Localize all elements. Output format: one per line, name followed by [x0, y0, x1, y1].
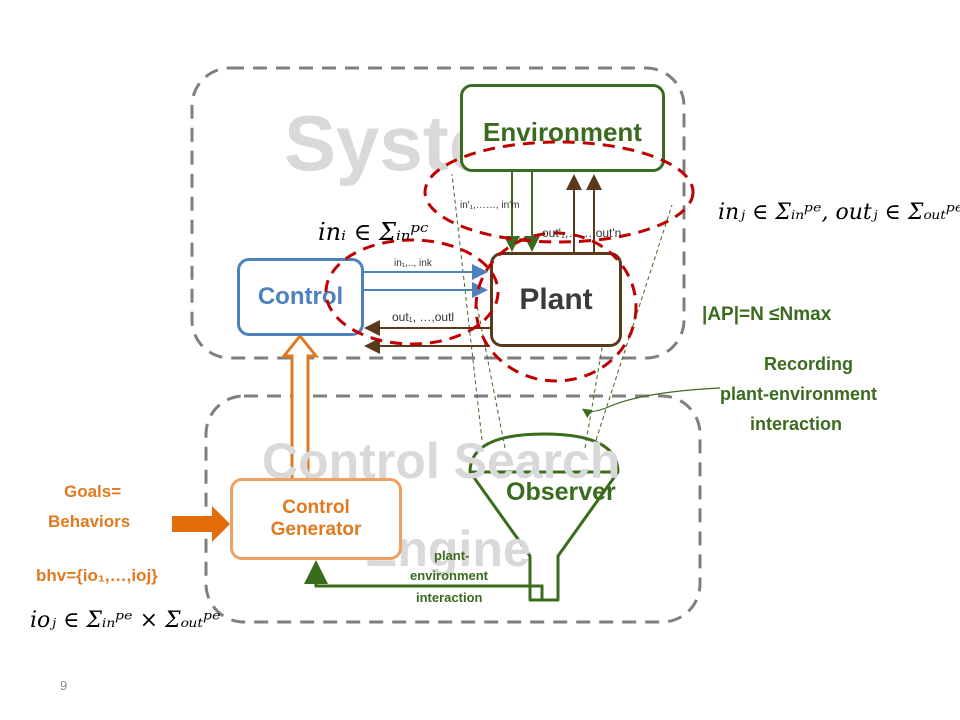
bhv-label: bhv={io₁,…,ioj} [36, 566, 158, 585]
env-to-plant-signal-label: in'₁,……, in'm [460, 200, 520, 211]
goals-label-2: Behaviors [48, 512, 131, 531]
ap-constraint-label: |AP|=N ≤Nmax [702, 304, 832, 325]
observer-view-line [595, 204, 673, 441]
goals-label-1: Goals= [64, 482, 122, 501]
recording-pointer-arrow [582, 387, 721, 418]
search-engine-container [204, 394, 702, 624]
control-label: Control [257, 283, 344, 310]
plant-block: Plant [490, 252, 622, 347]
recording-label-2: plant-environment [720, 384, 878, 404]
observer-label: Observer [506, 478, 616, 506]
plant-alphabet-formula: inⱼ ∈ Σᵢₙᵖᵉ, outⱼ ∈ Σₒᵤₜᵖᵉ [718, 200, 960, 225]
recording-label-3: interaction [750, 414, 843, 434]
control-block: Control [237, 258, 364, 336]
goals-arrow [172, 506, 230, 542]
control-generator-label-line1: Control [282, 497, 350, 518]
plant-label: Plant [519, 282, 593, 316]
observer-to-generator-label-1: plant- [434, 548, 470, 563]
page-number: 9 [60, 678, 68, 693]
observer-to-generator-label-2: environment [410, 568, 489, 583]
observer-to-generator-label-3: interaction [416, 590, 483, 605]
plant-to-control-signal-label: out₁, …,outl [392, 310, 455, 324]
observer-to-generator-arrow [304, 560, 544, 600]
control-generator-block: Control Generator [230, 478, 402, 560]
control-alphabet-formula: inᵢ ∈ Σᵢₙᵖᶜ [318, 218, 429, 246]
behavior-formula: ioⱼ ∈ Σᵢₙᵖᵉ × Σₒᵤₜᵖᵉ [30, 608, 221, 633]
generator-to-control-arrow [280, 333, 320, 478]
control-to-plant-signal-label: in₁,.., ink [394, 258, 432, 269]
plant-to-env-signal-label: out'₁,……,out'n [542, 226, 622, 240]
recording-label-1: Recording [764, 354, 854, 374]
control-generator-label-line2: Generator [270, 519, 362, 540]
environment-block: Environment [460, 84, 665, 172]
environment-label: Environment [483, 117, 642, 147]
